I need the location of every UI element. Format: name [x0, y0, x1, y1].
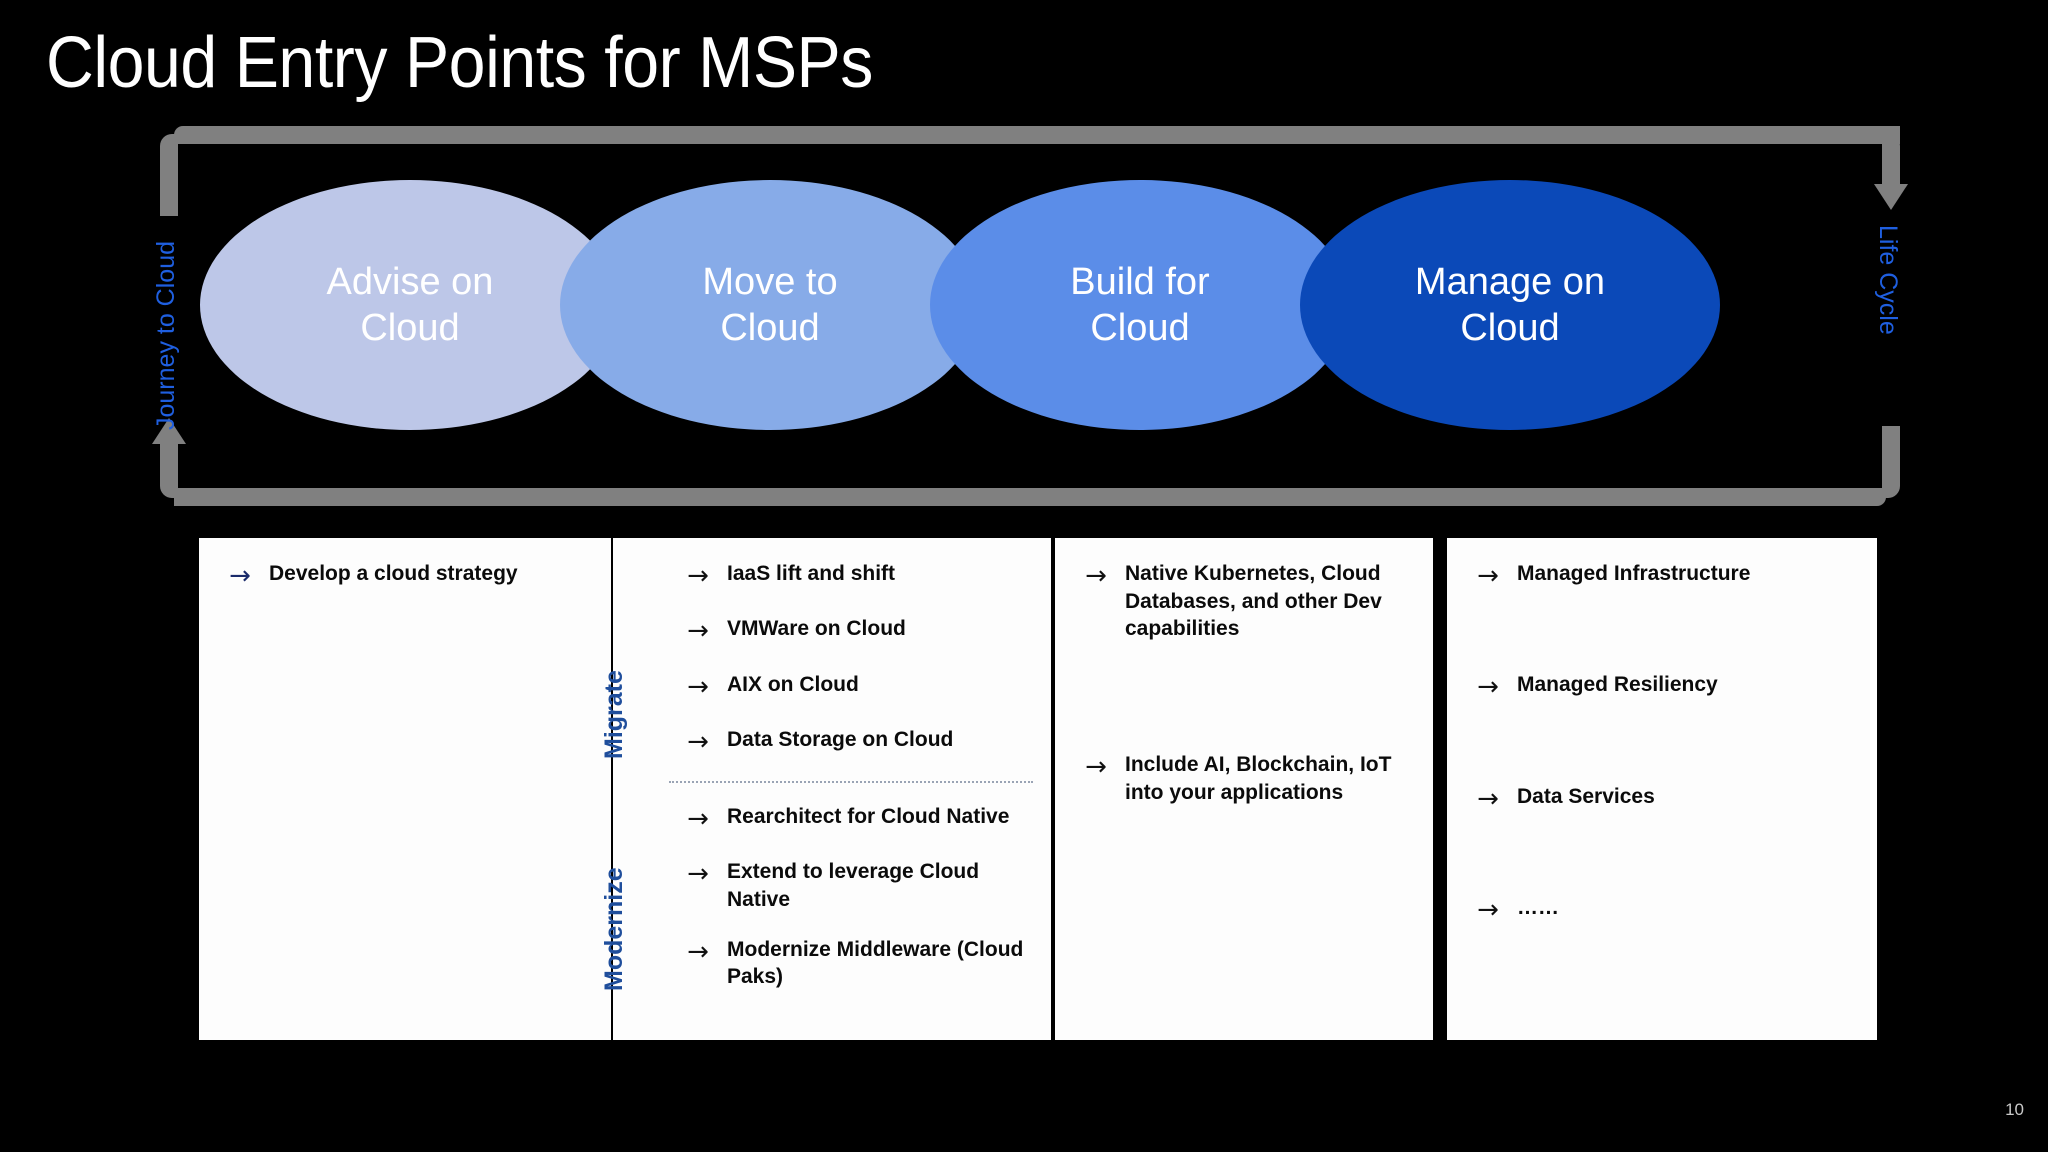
list-item[interactable]: → Include AI, Blockchain, IoT into your …: [1067, 751, 1421, 806]
spacer: [1459, 838, 1865, 894]
cycle-frame-top-bar: [174, 126, 1900, 144]
list-item[interactable]: → AIX on Cloud: [669, 671, 1039, 704]
list-item-label: IaaS lift and shift: [727, 562, 896, 585]
list-item-label: AIX on Cloud: [727, 672, 859, 696]
arrow-right-icon: →: [687, 616, 709, 647]
stage-ellipse-build[interactable]: Build for Cloud: [930, 180, 1350, 430]
migrate-group: Migrate → IaaS lift and shift → VMWare o…: [600, 560, 1039, 759]
detail-panels: → Develop a cloud strategy Migrate → Iaa…: [0, 538, 2048, 1043]
cycle-frame: [152, 126, 1908, 506]
list-item[interactable]: → Extend to leverage Cloud Native: [669, 858, 1039, 913]
list-item-label: Managed Infrastructure: [1517, 562, 1751, 585]
stage-ellipse-move[interactable]: Move to Cloud: [560, 180, 980, 430]
arrow-right-icon: →: [687, 936, 709, 967]
page-title: Cloud Entry Points for MSPs: [46, 23, 873, 103]
list-item[interactable]: → Native Kubernetes, Cloud Databases, an…: [1067, 560, 1421, 643]
list-item-label: Data Services: [1517, 784, 1655, 808]
stage-label-line1: Build for: [1070, 260, 1210, 303]
stage-label-line2: Cloud: [720, 307, 820, 349]
advise-panel: → Develop a cloud strategy: [199, 538, 611, 1040]
stage-ellipse-row: Advise on Cloud Move to Cloud Build for …: [0, 180, 2048, 430]
stage-label-line2: Cloud: [1460, 307, 1560, 349]
stage-ellipse-advise[interactable]: Advise on Cloud: [200, 180, 620, 430]
list-item[interactable]: → Rearchitect for Cloud Native: [669, 803, 1039, 836]
list-item[interactable]: → Data Services: [1459, 783, 1865, 816]
arrow-right-icon: →: [1477, 561, 1499, 591]
migrate-group-label: Migrate: [600, 560, 659, 759]
build-panel: → Native Kubernetes, Cloud Databases, an…: [1055, 538, 1433, 1040]
list-item[interactable]: → VMWare on Cloud: [669, 615, 1039, 648]
arrow-right-icon: →: [687, 726, 709, 757]
list-item[interactable]: → ……: [1459, 894, 1865, 927]
cycle-frame-left-bar: [160, 134, 178, 216]
modernize-group-label-text: Modernize: [600, 867, 628, 992]
arrow-right-icon: →: [1085, 752, 1107, 783]
list-item[interactable]: → IaaS lift and shift: [669, 560, 1039, 593]
list-item[interactable]: → Develop a cloud strategy: [211, 560, 599, 593]
arrow-right-icon: →: [1085, 561, 1107, 591]
stage-label-line1: Move to: [702, 260, 838, 303]
arrow-up-icon: [152, 418, 186, 444]
list-item-label: Include AI, Blockchain, IoT into your ap…: [1125, 753, 1392, 804]
cycle-frame-left-lower-bar: [160, 436, 178, 498]
arrow-right-icon: →: [687, 561, 709, 591]
page-number: 10: [2005, 1100, 2024, 1119]
list-item[interactable]: → Modernize Middleware (Cloud Paks): [669, 936, 1039, 991]
list-item-label: Native Kubernetes, Cloud Databases, and …: [1125, 562, 1382, 641]
list-item-label: VMWare on Cloud: [727, 617, 906, 641]
arrow-right-icon: →: [1477, 894, 1499, 925]
stage-label-line1: Manage on: [1414, 260, 1606, 303]
list-item-label: ……: [1517, 895, 1559, 919]
stage-label-line2: Cloud: [1090, 307, 1190, 349]
list-item[interactable]: → Managed Infrastructure: [1459, 560, 1865, 593]
spacer: [1067, 665, 1421, 751]
spacer: [1459, 727, 1865, 783]
spacer: [1459, 615, 1865, 671]
group-separator: [669, 781, 1033, 784]
list-item-label: Managed Resiliency: [1517, 673, 1718, 697]
manage-panel: → Managed Infrastructure → Managed Resil…: [1447, 538, 1877, 1040]
list-item-label: Develop a cloud strategy: [269, 562, 518, 585]
list-item-label: Rearchitect for Cloud Native: [727, 805, 1010, 829]
arrow-right-icon: →: [687, 804, 709, 835]
modernize-group: Modernize → Rearchitect for Cloud Native…: [600, 803, 1039, 992]
arrow-right-icon: →: [229, 561, 251, 591]
list-item-label: Modernize Middleware (Cloud Paks): [727, 937, 1024, 989]
cycle-frame-right-lower-bar: [1882, 426, 1900, 498]
stage-ellipse-manage[interactable]: Manage on Cloud: [1300, 180, 1720, 430]
list-item-label: Extend to leverage Cloud Native: [727, 860, 980, 912]
arrow-right-icon: →: [1477, 672, 1499, 703]
stage-label-line1: Advise on: [326, 260, 494, 303]
cycle-frame-bottom-bar: [174, 488, 1886, 506]
arrow-down-icon: [1874, 184, 1908, 210]
arrow-right-icon: →: [1477, 783, 1499, 814]
stage-label-line2: Cloud: [360, 307, 460, 349]
modernize-group-label: Modernize: [600, 803, 659, 992]
list-item-label: Data Storage on Cloud: [727, 727, 954, 751]
arrow-right-icon: →: [687, 671, 709, 702]
migrate-group-label-text: Migrate: [600, 670, 628, 760]
list-item[interactable]: → Managed Resiliency: [1459, 671, 1865, 704]
arrow-right-icon: →: [687, 859, 709, 890]
list-item[interactable]: → Data Storage on Cloud: [669, 726, 1039, 759]
cycle-frame-right-bar: [1882, 134, 1900, 192]
move-panel: Migrate → IaaS lift and shift → VMWare o…: [600, 538, 1051, 1040]
